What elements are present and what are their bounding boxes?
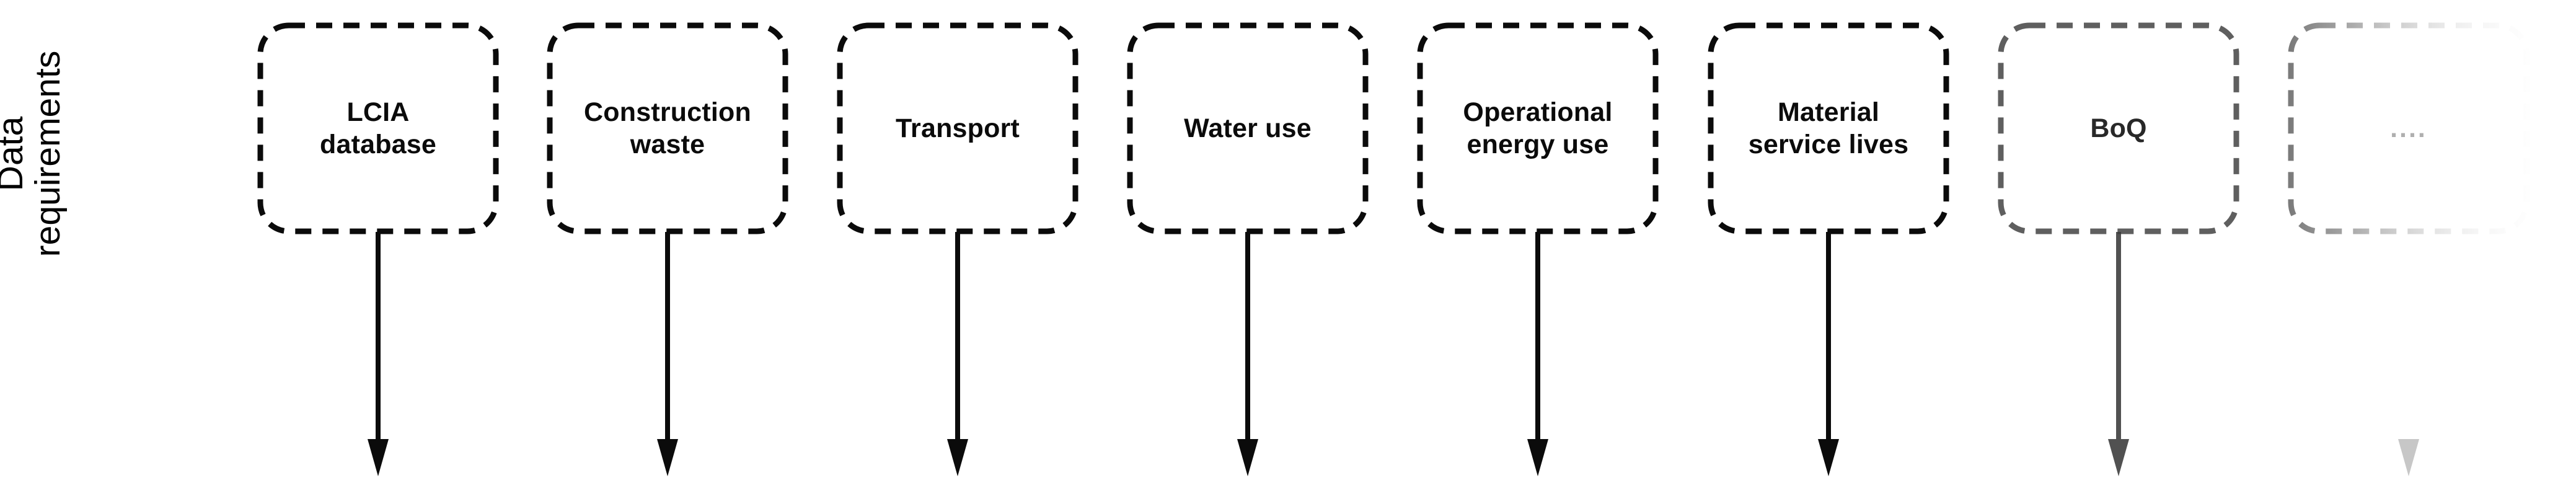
axis-label-line-2: requirements [28,50,68,257]
node-boq[interactable]: BoQ [1998,22,2239,234]
connector-arrow-construction-waste [655,232,680,480]
connector-arrow-operational-energy-use [1525,232,1550,480]
axis-label-line-1: Data [0,116,30,192]
connector-arrow-water-use [1235,232,1260,480]
connector-arrow-ellipsis [2396,232,2421,480]
node-label-boq: BoQ [2090,113,2147,143]
dashed-boundary-line [186,372,2576,394]
node-label-ellipsis: .... [2390,113,2427,143]
connector-arrow-boq [2106,232,2131,480]
node-transport[interactable]: Transport [837,22,1078,234]
axis-label-data-requirements: Data requirements [0,8,68,300]
connector-arrow-transport [945,232,970,480]
node-water-use[interactable]: Water use [1127,22,1369,234]
node-label-water-use: Water use [1184,113,1312,143]
node-ellipsis[interactable]: .... [2288,22,2530,234]
connector-arrow-lcia-database [366,232,390,480]
node-label-transport: Transport [895,113,1020,143]
connector-arrow-material-service-lives [1816,232,1841,480]
